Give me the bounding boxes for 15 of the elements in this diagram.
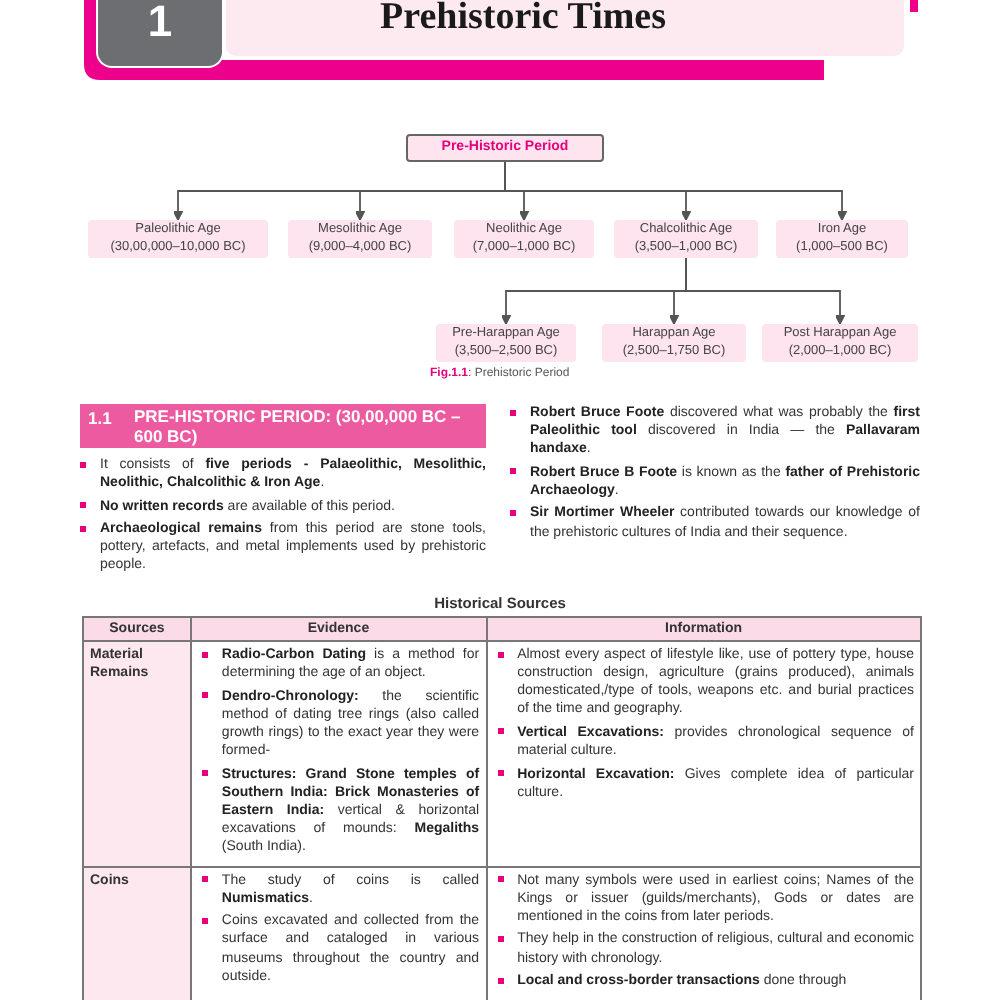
- root-box: [406, 134, 604, 162]
- period-box: [436, 324, 576, 362]
- period-box: [88, 220, 268, 258]
- section-number: 1.1: [88, 408, 112, 428]
- period-box: [614, 220, 758, 258]
- period-box: [454, 220, 594, 258]
- period-box: [602, 324, 746, 362]
- page-title: Prehistoric Times: [380, 0, 667, 40]
- connector-arrow: [504, 161, 848, 221]
- period-box: [288, 220, 432, 258]
- connector-arrow: [685, 257, 846, 325]
- period-box: [776, 220, 908, 258]
- chapter-number: 1: [96, 0, 224, 68]
- section-heading: PRE-HISTORIC PERIOD: (30,00,000 BC – 600 BC): [134, 408, 463, 448]
- period-box: [762, 324, 918, 362]
